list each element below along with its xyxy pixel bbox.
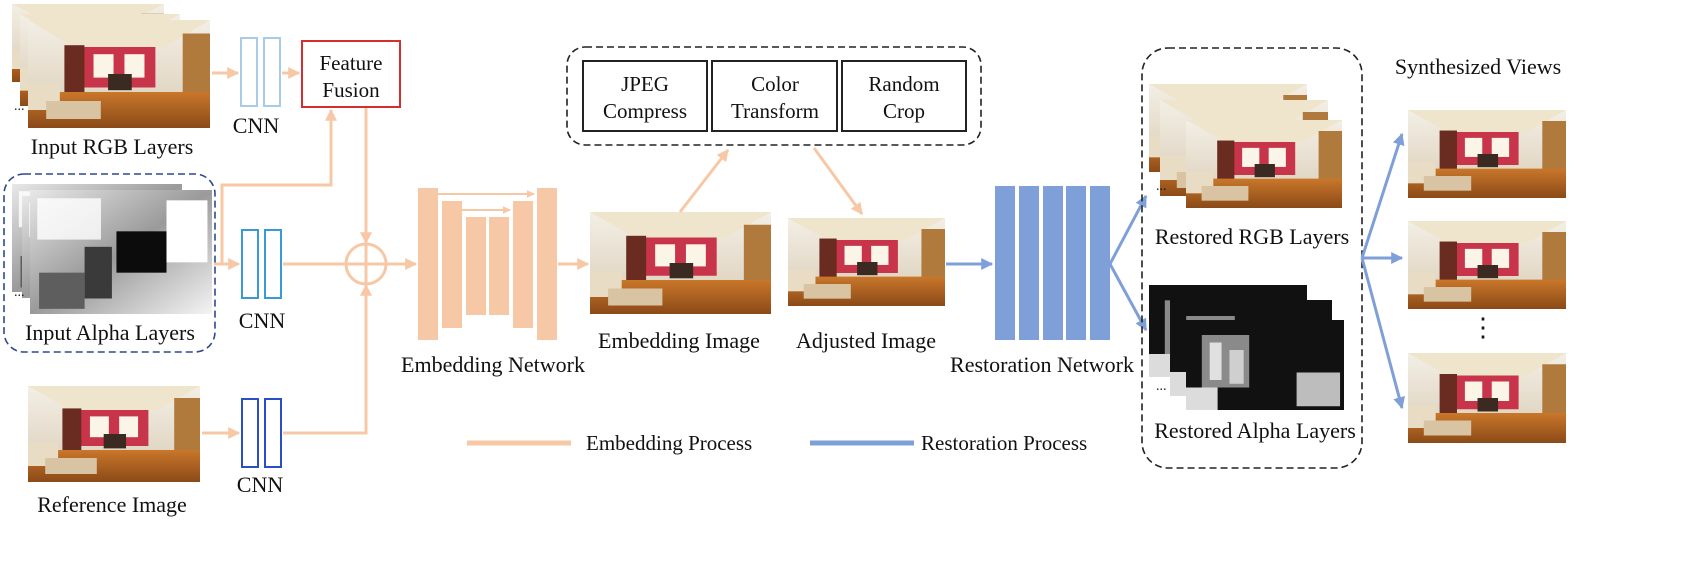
input-alpha-layers xyxy=(12,184,212,314)
reference-image xyxy=(28,386,200,482)
input-rgb-layers xyxy=(12,4,210,128)
restored-alpha-label: Restored Alpha Layers xyxy=(1154,418,1356,443)
alpha-ellipsis: ... xyxy=(14,285,25,300)
rgb-ellipsis: ... xyxy=(14,99,25,114)
restored-rgb-label: Restored RGB Layers xyxy=(1155,224,1349,249)
color-transform-box xyxy=(711,60,838,132)
distortion-arrows xyxy=(678,147,864,215)
synthesized-view-1 xyxy=(1408,110,1566,198)
input-alpha-group-box xyxy=(3,173,216,353)
synthesized-view-3 xyxy=(1408,353,1566,443)
legend: Embedding Process Restoration Process xyxy=(467,431,1087,455)
random-crop-line2: Crop xyxy=(883,99,925,123)
color-transform-line1: Color xyxy=(751,72,799,96)
cnn-reference xyxy=(241,398,282,468)
jpeg-compress-box xyxy=(582,60,708,132)
embedding-skip-connections xyxy=(438,190,535,214)
cnn-rgb-label: CNN xyxy=(233,113,280,138)
synthesis-arrows xyxy=(1360,132,1406,410)
embedding-image xyxy=(590,212,771,314)
restoration-network xyxy=(995,186,1110,340)
restoration-output-arrows xyxy=(1108,194,1148,332)
distortion-group-box xyxy=(566,46,982,146)
sum-operator xyxy=(344,242,388,286)
restored-rgb-layers xyxy=(1149,84,1342,208)
random-crop-line1: Random xyxy=(868,72,939,96)
restored-alpha-layers xyxy=(1149,285,1344,410)
legend-restoration-label: Restoration Process xyxy=(921,431,1087,455)
embedding-connectors-left xyxy=(202,67,418,439)
jpeg-compress-line2: Compress xyxy=(603,99,687,123)
embedding-image-label: Embedding Image xyxy=(598,328,760,353)
restored-rgb-ellipsis: ... xyxy=(1156,179,1167,194)
random-crop-box xyxy=(841,60,967,132)
cnn-reference-label: CNN xyxy=(237,472,284,497)
reference-image-label: Reference Image xyxy=(37,492,187,517)
restoration-network-label: Restoration Network xyxy=(950,352,1134,377)
jpeg-compress-line1: JPEG xyxy=(621,72,669,96)
input-alpha-label: Input Alpha Layers xyxy=(25,320,195,345)
feature-fusion-box xyxy=(301,40,401,108)
legend-embedding-label: Embedding Process xyxy=(586,431,752,455)
feature-fusion-line1: Feature xyxy=(320,51,383,75)
synthesized-views-label: Synthesized Views xyxy=(1395,54,1561,79)
embedding-network xyxy=(418,188,557,340)
color-transform-line2: Transform xyxy=(731,99,819,123)
adjusted-image-label: Adjusted Image xyxy=(796,328,936,353)
cnn-rgb xyxy=(240,37,281,107)
synthesized-view-2 xyxy=(1408,221,1566,309)
synthesized-views-ellipsis: ⋮ xyxy=(1470,313,1496,342)
feature-fusion-line2: Fusion xyxy=(322,78,380,102)
cnn-alpha-label: CNN xyxy=(239,308,286,333)
input-rgb-label: Input RGB Layers xyxy=(31,134,194,159)
restored-alpha-ellipsis: ... xyxy=(1156,379,1167,394)
restored-group-box xyxy=(1141,47,1363,469)
embedding-network-label: Embedding Network xyxy=(401,352,585,377)
adjusted-image xyxy=(788,218,945,306)
cnn-alpha xyxy=(241,229,282,299)
